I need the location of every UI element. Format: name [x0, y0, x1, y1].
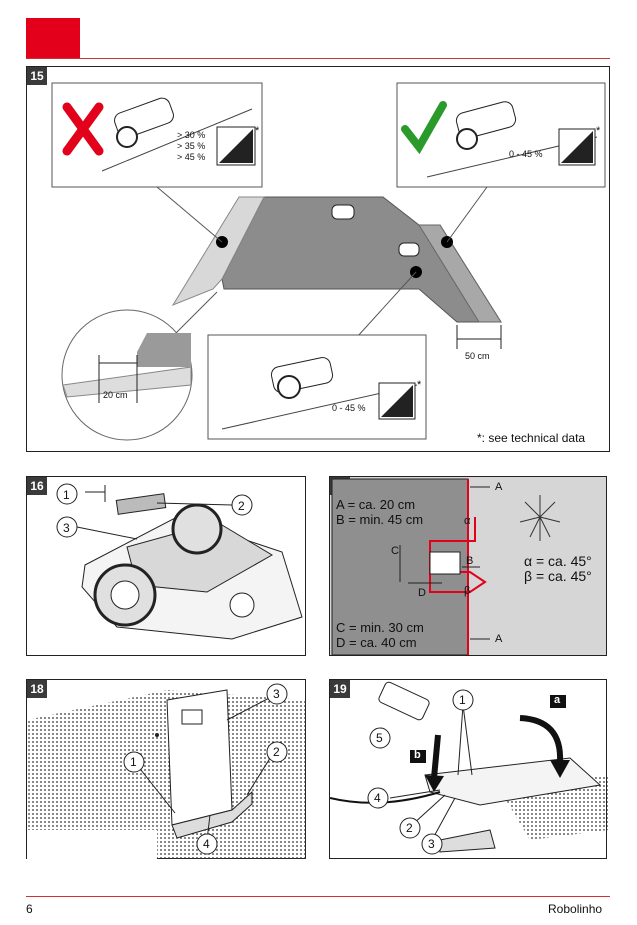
footer-rule [26, 896, 610, 897]
marker-a-bottom: A [495, 633, 503, 645]
callout-2: 2 [273, 745, 280, 759]
slope-range-bottom: 0 - 45 % [332, 403, 366, 413]
figure-18: 18 1 2 3 4 [26, 679, 307, 860]
figure-number: 15 [27, 67, 47, 85]
marker-beta: β [464, 585, 471, 597]
slope-value-45: > 45 % [177, 152, 206, 162]
callout-2: 2 [406, 821, 413, 835]
station-baseplate-drawing [27, 683, 307, 860]
page-number: 6 [26, 902, 33, 916]
distance-label-50cm: 50 cm [465, 351, 490, 361]
figure-number: 16 [27, 477, 47, 495]
callout-3: 3 [273, 687, 280, 701]
callout-1: 1 [459, 693, 466, 707]
angle-beta: β = ca. 45° [524, 568, 592, 584]
figure-number: 19 [330, 680, 350, 698]
cable-connection-drawing [330, 681, 608, 855]
figure-15: 15 [26, 66, 610, 452]
marker-alpha: α [464, 515, 471, 527]
asterisk-bottom: * [417, 379, 422, 391]
callout-4: 4 [203, 837, 210, 851]
figure-17: 17 A = ca. 20 cm B = min. 45 cm C = min.… [329, 476, 607, 656]
marker-a-top: A [495, 481, 503, 493]
distance-label-20cm: 20 cm [103, 390, 128, 400]
callout-3: 3 [63, 521, 70, 535]
header-rule [26, 58, 610, 59]
step-label-a: a [554, 694, 561, 706]
slope-diagram [51, 82, 606, 441]
dimension-b: B = min. 45 cm [336, 512, 424, 527]
asterisk-right: * [596, 125, 601, 137]
dimension-a: A = ca. 20 cm [336, 497, 416, 512]
slope-value-30: > 30 % [177, 130, 206, 140]
marker-b: B [466, 555, 474, 567]
mower-exploded-view [56, 483, 303, 640]
callout-2: 2 [238, 499, 245, 513]
callout-1: 1 [63, 488, 70, 502]
dimension-d: D = ca. 40 cm [336, 635, 417, 650]
callout-1: 1 [130, 755, 137, 769]
figure-16: 16 1 2 3 [26, 476, 306, 656]
step-label-b: b [414, 749, 421, 761]
callout-5: 5 [376, 731, 383, 745]
header-accent-block [26, 18, 80, 58]
marker-d: D [418, 587, 426, 599]
station-placement-diagram [331, 478, 561, 656]
angle-alpha: α = ca. 45° [524, 553, 592, 569]
callout-3: 3 [428, 837, 435, 851]
asterisk-left: * [255, 125, 260, 137]
footnote: *: see technical data [477, 431, 586, 445]
figure-19: 19 1 2 3 4 5 a b [329, 679, 608, 859]
slope-range-right: 0 - 45 % [509, 149, 543, 159]
callout-4: 4 [374, 791, 381, 805]
brand-name: Robolinho [548, 902, 603, 916]
dimension-c: C = min. 30 cm [336, 620, 424, 635]
slope-value-35: > 35 % [177, 141, 206, 151]
figure-number: 18 [27, 680, 47, 698]
marker-c: C [391, 545, 399, 557]
